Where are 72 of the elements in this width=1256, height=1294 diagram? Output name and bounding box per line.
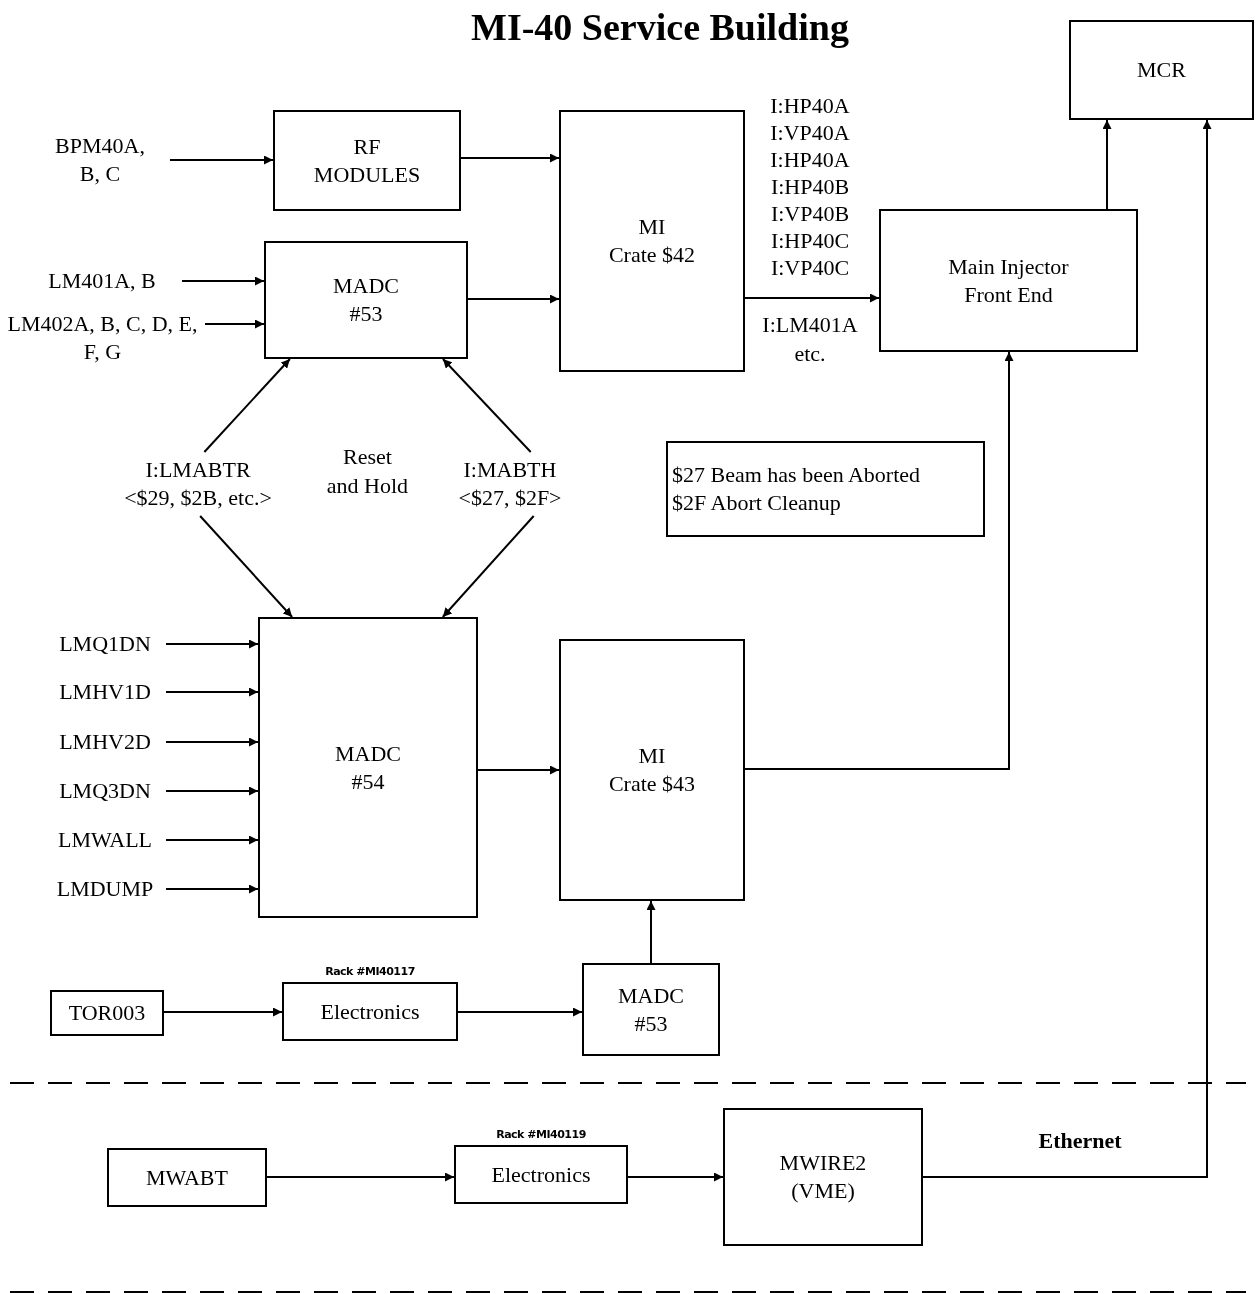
arrow	[266, 1172, 455, 1182]
node-label: RF MODULES	[312, 132, 422, 189]
arrow	[163, 1007, 283, 1017]
arrow	[646, 900, 656, 964]
arrow	[744, 293, 880, 303]
input-label: LMDUMP	[56, 875, 154, 903]
node-label: MADC #54	[334, 739, 402, 796]
input-label: LMHV2D	[59, 728, 151, 756]
process-box	[107, 1148, 267, 1207]
arrow	[165, 737, 259, 747]
signal-label: <$29, $2B, etc.>	[124, 484, 272, 512]
input-label: LM401A, B	[48, 267, 156, 295]
arrow	[467, 294, 560, 304]
signal-label: I:MABTH	[463, 456, 557, 484]
process-box	[879, 209, 1138, 352]
input-label: BPM40A, B, C	[54, 132, 146, 188]
process-box	[1069, 20, 1254, 120]
node-label: $2F Abort Cleanup	[672, 489, 841, 517]
arrow	[460, 153, 560, 163]
arrow	[441, 515, 535, 618]
arrow	[1102, 119, 1112, 210]
arrow	[165, 884, 259, 894]
diagram-title: MI-40 Service Building	[470, 5, 850, 50]
arrow	[922, 119, 1212, 1178]
arrow	[165, 786, 259, 796]
node-label: Electronics	[320, 997, 420, 1026]
arrow	[203, 358, 291, 453]
process-box	[723, 1108, 923, 1246]
input-label: LM402A, B, C, D, E, F, G	[6, 310, 199, 366]
input-label: LMQ3DN	[59, 777, 151, 805]
input-label: LMHV1D	[59, 678, 151, 706]
arrow	[457, 1007, 583, 1017]
process-box	[50, 990, 164, 1036]
process-box	[264, 241, 468, 359]
arrow	[181, 276, 265, 286]
arrow	[744, 351, 1014, 770]
arrow	[627, 1172, 724, 1182]
node-label: MWIRE2 (VME)	[778, 1149, 868, 1205]
process-box	[582, 963, 720, 1056]
rack-caption: Rack #MI40119	[495, 1128, 587, 1141]
note-box	[666, 441, 985, 537]
node-label: $27 Beam has been Aborted	[672, 461, 921, 489]
node-label: MWABT	[146, 1163, 228, 1192]
node-label: MI	[638, 742, 666, 770]
node-label: MI	[638, 213, 666, 241]
node-label: Electronics	[491, 1160, 591, 1189]
node-label: Crate $42	[608, 241, 696, 269]
arrow	[477, 765, 560, 775]
node-label: Crate $43	[608, 770, 696, 798]
note-text: I:LM401A etc.	[761, 311, 859, 368]
arrow	[169, 155, 274, 165]
arrow	[165, 639, 259, 649]
crate-box	[559, 110, 745, 372]
crate-box	[559, 639, 745, 901]
arrow	[165, 835, 259, 845]
process-box	[258, 617, 478, 918]
arrow	[204, 319, 265, 329]
input-label: LMWALL	[57, 826, 153, 854]
node-label: TOR003	[68, 999, 146, 1027]
signal-label: I:LMABTR	[145, 456, 251, 484]
note-text: Reset and Hold	[325, 443, 410, 500]
input-label: LMQ1DN	[59, 630, 151, 658]
signal-label: <$27, $2F>	[458, 484, 562, 512]
node-label: Main Injector Front End	[947, 252, 1070, 309]
arrow	[199, 515, 294, 618]
rack-caption: Rack #MI40117	[324, 965, 416, 978]
node-label: MADC #53	[332, 272, 400, 328]
arrow	[441, 358, 532, 453]
node-label: MADC #53	[617, 981, 685, 1038]
arrow	[165, 687, 259, 697]
process-box	[273, 110, 461, 211]
node-label: MCR	[1137, 56, 1186, 84]
